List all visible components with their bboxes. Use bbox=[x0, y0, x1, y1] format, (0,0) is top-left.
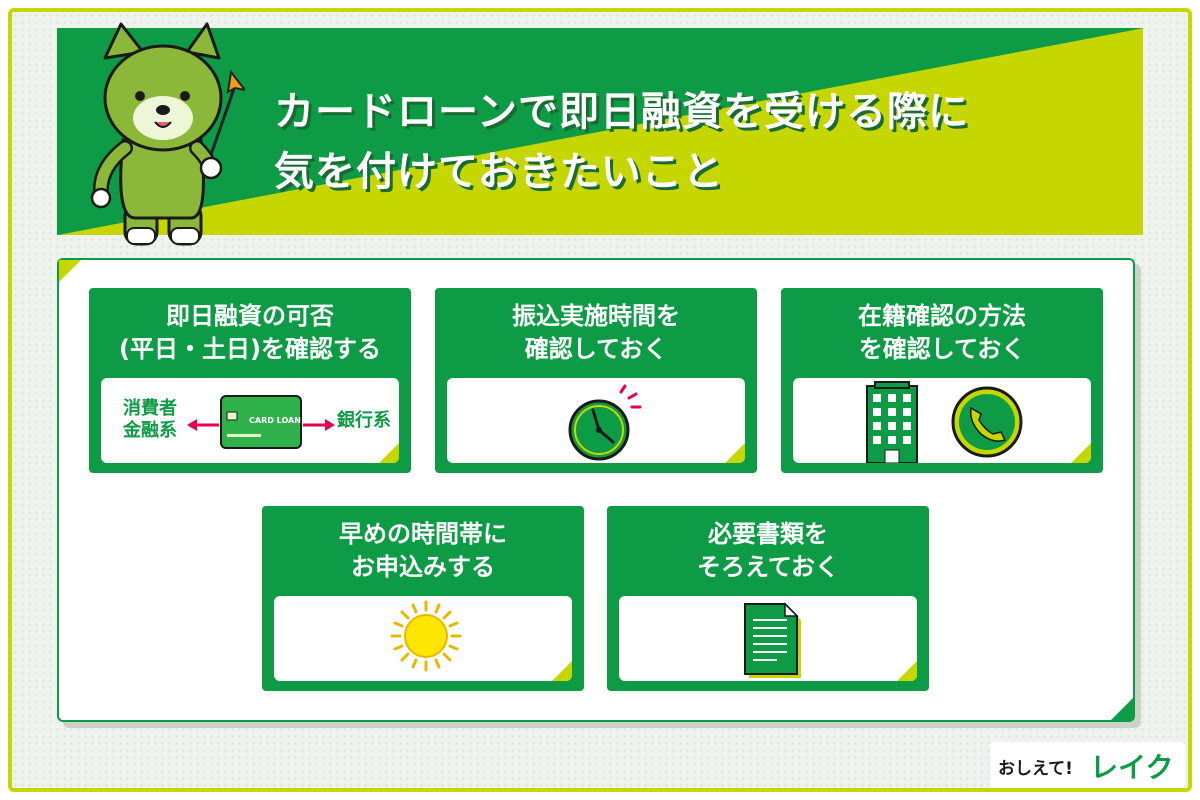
corner-accent-bottom-right bbox=[1111, 698, 1133, 720]
card-transfer-time: 振込実施時間を 確認しておく bbox=[435, 288, 757, 473]
card-same-day-availability: 即日融資の可否 (平日・土日)を確認する 消費者 金融系 CARD LOAN 銀… bbox=[89, 288, 411, 473]
card-title-line-1: 早めの時間帯に bbox=[339, 520, 507, 548]
card-title-line-2: 確認しておく bbox=[524, 335, 668, 363]
bank-label: 銀行系 bbox=[337, 410, 391, 431]
header-banner: カードローンで即日融資を受ける際に 気を付けておきたいこと bbox=[57, 28, 1143, 235]
card-corner-accent bbox=[1071, 443, 1091, 463]
card-illustration: 消費者 金融系 CARD LOAN 銀行系 bbox=[101, 378, 399, 463]
card-title-line-1: 振込実施時間を bbox=[512, 302, 680, 330]
clock-icon bbox=[568, 384, 642, 461]
logo-wordmark: レイク bbox=[1090, 751, 1174, 784]
card-title: 早めの時間帯に お申込みする bbox=[262, 518, 584, 584]
card-early-application: 早めの時間帯に お申込みする bbox=[262, 506, 584, 691]
card-title-line-2: (平日・土日)を確認する bbox=[119, 335, 381, 363]
card-title-line-2: を確認しておく bbox=[858, 335, 1026, 363]
card-required-documents: 必要書類を そろえておく bbox=[607, 506, 929, 691]
document-icon bbox=[744, 602, 801, 678]
card-title-line-1: 必要書類を bbox=[708, 520, 828, 548]
card-illustration bbox=[793, 378, 1091, 463]
mascot-dog-icon bbox=[90, 22, 245, 246]
card-illustration bbox=[447, 378, 745, 463]
page-title: カードローンで即日融資を受ける際に 気を付けておきたいこと bbox=[274, 82, 969, 202]
card-corner-accent bbox=[552, 661, 572, 681]
consumer-finance-label-line-2: 金融系 bbox=[123, 420, 177, 441]
office-building-icon bbox=[866, 381, 918, 463]
card-illustration bbox=[619, 596, 917, 681]
card-corner-accent bbox=[725, 443, 745, 463]
card-corner-accent bbox=[379, 443, 399, 463]
consumer-finance-label-line-1: 消費者 bbox=[123, 398, 177, 419]
card-illustration bbox=[274, 596, 572, 681]
logo-tagline: おしえて! bbox=[998, 759, 1073, 779]
phone-icon bbox=[951, 386, 1023, 458]
card-title: 即日融資の可否 (平日・土日)を確認する bbox=[89, 300, 411, 366]
card-corner-accent bbox=[897, 661, 917, 681]
card-title-line-1: 即日融資の可否 bbox=[166, 302, 334, 330]
page-title-line-1: カードローンで即日融資を受ける際に bbox=[274, 89, 969, 135]
corner-accent-top-left bbox=[59, 260, 81, 282]
card-title: 振込実施時間を 確認しておく bbox=[435, 300, 757, 366]
sun-icon bbox=[390, 600, 462, 672]
consumer-finance-label: 消費者 金融系 bbox=[123, 398, 177, 442]
card-title-line-2: お申込みする bbox=[351, 553, 495, 581]
card-employment-verification: 在籍確認の方法 を確認しておく bbox=[781, 288, 1103, 473]
card-title: 必要書類を そろえておく bbox=[607, 518, 929, 584]
card-title-line-2: そろえておく bbox=[696, 553, 840, 581]
page-title-line-2: 気を付けておきたいこと bbox=[274, 149, 724, 195]
card-title: 在籍確認の方法 を確認しておく bbox=[781, 300, 1103, 366]
card-loan-text: CARD LOAN bbox=[249, 416, 301, 425]
card-title-line-1: 在籍確認の方法 bbox=[858, 302, 1026, 330]
credit-card-icon bbox=[187, 395, 335, 449]
brand-logo: おしえて! レイク bbox=[990, 742, 1185, 788]
